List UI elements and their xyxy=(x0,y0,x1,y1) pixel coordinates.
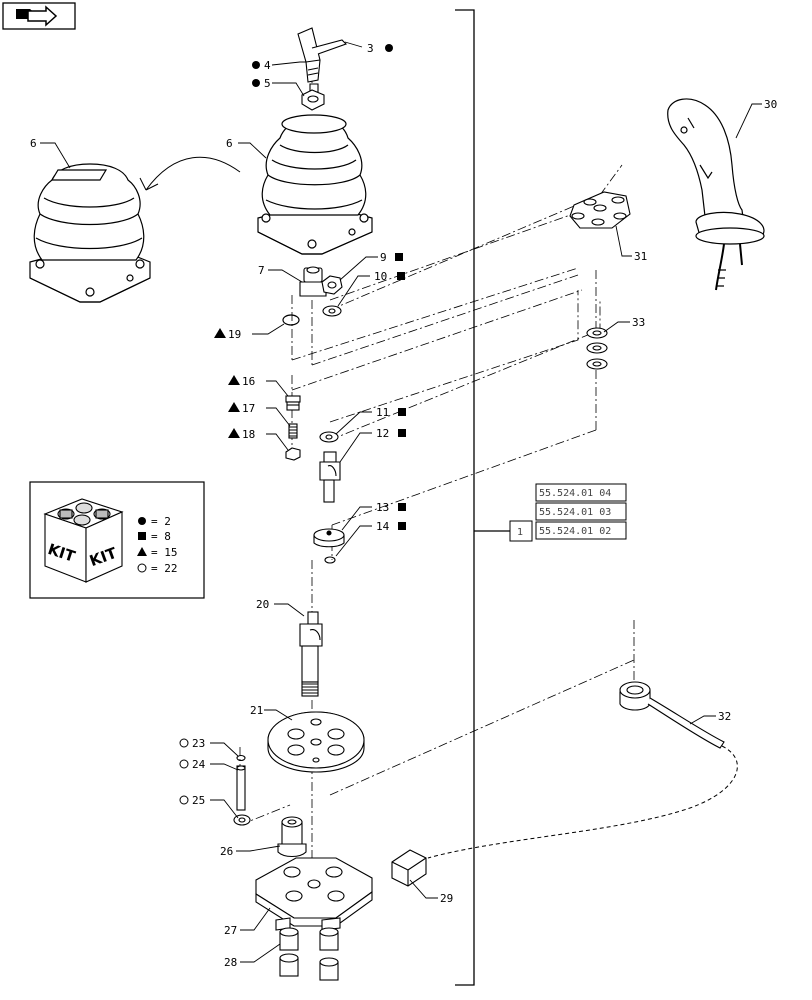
callout-5: 5 xyxy=(264,77,271,90)
part-16-plug xyxy=(285,395,301,411)
callout-28: 28 xyxy=(224,956,237,969)
kit-legend-ring-text: = 22 xyxy=(151,562,178,575)
callout-27: 27 xyxy=(224,924,237,937)
callout-33: 33 xyxy=(632,316,645,329)
callout-11-marker xyxy=(398,408,406,416)
kit-legend-triangle-text: = 15 xyxy=(151,546,178,559)
part-13-cap xyxy=(313,528,345,548)
callout-21: 21 xyxy=(250,704,263,717)
callout-20: 20 xyxy=(256,598,269,611)
part-20-shaft xyxy=(299,611,323,697)
part-5-nut xyxy=(301,89,325,111)
kit-box-icon xyxy=(43,498,124,583)
callout-labels: 3 4 5 6 6 7 9 10 11 12 13 14 16 17 18 19… xyxy=(30,42,777,969)
callout-5-marker xyxy=(252,79,260,87)
detail-pointer-arrow xyxy=(139,156,241,191)
callout-23: 23 xyxy=(192,737,205,750)
callout-19: 19 xyxy=(228,328,241,341)
part-17-spring xyxy=(288,423,298,439)
callout-30: 30 xyxy=(764,98,777,111)
part-24-pin xyxy=(236,765,246,811)
leader-lines xyxy=(40,41,762,963)
callout-11: 11 xyxy=(376,406,389,419)
part-6-boot-detail xyxy=(29,163,151,303)
part-18-nut xyxy=(285,447,301,461)
callout-26: 26 xyxy=(220,845,233,858)
part-28-spacers xyxy=(279,927,339,981)
callout-16: 16 xyxy=(242,375,255,388)
part-33-washers xyxy=(586,327,608,370)
callout-10: 10 xyxy=(374,270,387,283)
callout-3: 3 xyxy=(367,42,374,55)
callout-25-marker xyxy=(179,795,189,805)
callout-9-marker xyxy=(395,253,403,261)
callout-29: 29 xyxy=(440,892,453,905)
callout-7: 7 xyxy=(258,264,265,277)
callout-6-detail: 6 xyxy=(30,137,37,150)
part-27-base-plate xyxy=(255,857,373,931)
callout-32: 32 xyxy=(718,710,731,723)
part-12-plunger xyxy=(319,451,341,503)
part-9-nut xyxy=(321,275,343,295)
callout-4: 4 xyxy=(264,59,271,72)
callout-9: 9 xyxy=(380,251,387,264)
callout-24-marker xyxy=(179,759,189,769)
part-7-fitting xyxy=(299,266,327,297)
callout-25: 25 xyxy=(192,794,205,807)
kit-legend-triangle-icon xyxy=(137,547,147,556)
part-31-mounting-plate xyxy=(569,191,631,229)
callout-17: 17 xyxy=(242,402,255,415)
reference-item-no: 1 xyxy=(517,527,523,538)
part-3-lever-rod xyxy=(297,27,348,93)
kit-legend-square-icon xyxy=(138,532,146,540)
reference-code-1: 55.524.01 04 xyxy=(539,488,611,499)
part-21-plate xyxy=(267,711,365,773)
callout-16-marker xyxy=(228,375,240,385)
kit-legend-circle-icon xyxy=(138,517,146,525)
callout-24: 24 xyxy=(192,758,206,771)
cable-to-connector xyxy=(427,745,738,859)
part-26-bushing xyxy=(277,816,307,858)
callout-3-marker xyxy=(385,44,393,52)
part-14-clip xyxy=(324,556,336,564)
callout-18: 18 xyxy=(242,428,255,441)
callout-10-marker xyxy=(397,272,405,280)
next-page-arrow-icon[interactable] xyxy=(2,2,76,30)
part-29-connector xyxy=(391,849,427,887)
part-19-o-ring xyxy=(282,314,300,326)
callout-14: 14 xyxy=(376,520,390,533)
callout-13: 13 xyxy=(376,501,389,514)
kit-legend-ring-icon xyxy=(137,563,147,573)
callout-4-marker xyxy=(252,61,260,69)
callout-17-marker xyxy=(228,402,240,412)
callout-12-marker xyxy=(398,429,406,437)
assembly-bracket xyxy=(455,9,510,986)
part-10-washer xyxy=(322,305,342,317)
reference-table: 1 55.524.01 04 55.524.01 03 55.524.01 02 xyxy=(509,483,627,542)
callout-19-marker xyxy=(214,328,226,338)
callout-23-marker xyxy=(179,738,189,748)
callout-14-marker xyxy=(398,522,406,530)
part-23-clip xyxy=(236,754,246,762)
part-6-rubber-boot xyxy=(257,114,373,255)
callout-12: 12 xyxy=(376,427,389,440)
callout-6-main: 6 xyxy=(226,137,233,150)
part-30-handle xyxy=(667,98,765,291)
kit-legend: KIT KIT = 2 = 8 = 15 = 22 xyxy=(29,481,205,599)
part-11-washer xyxy=(319,431,339,443)
reference-code-3: 55.524.01 02 xyxy=(539,526,611,537)
kit-legend-square-text: = 8 xyxy=(151,530,171,543)
callout-18-marker xyxy=(228,428,240,438)
part-32-switch-cable xyxy=(619,681,725,749)
reference-code-2: 55.524.01 03 xyxy=(539,507,611,518)
kit-legend-circle-text: = 2 xyxy=(151,515,171,528)
callout-13-marker xyxy=(398,503,406,511)
callout-31: 31 xyxy=(634,250,647,263)
